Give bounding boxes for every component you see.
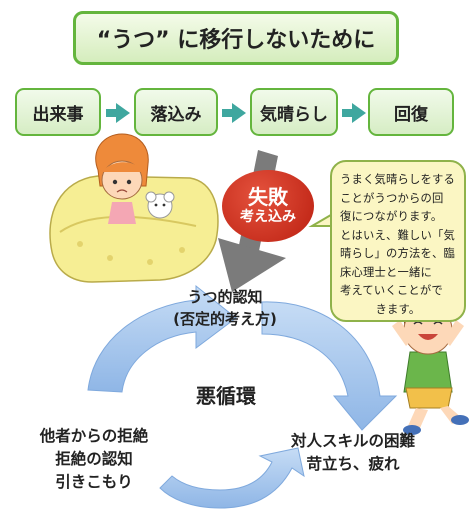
page-title: “うつ” に移行しないために	[73, 11, 399, 65]
depressive-cognition-label: うつ的認知 (否定的考え方)	[165, 286, 285, 330]
sick-girl-illustration	[49, 133, 219, 283]
cycle-arrow-bottom	[159, 447, 305, 509]
advice-line: 晴らし」の方法を、臨	[340, 247, 455, 260]
happy-boy-illustration	[392, 304, 469, 435]
step-recovery: 回復	[368, 88, 454, 136]
step-arrow-3	[352, 103, 366, 123]
step-arrow-1-stem	[106, 109, 116, 117]
rumination-label: 考え込み	[240, 208, 296, 225]
failure-label: 失敗	[248, 184, 288, 209]
interpersonal-difficulty-label: 対人スキルの困難 苛立ち、疲れ	[278, 430, 428, 476]
advice-line: うまく気晴らしをする	[340, 173, 455, 186]
right-line: 苛立ち、疲れ	[306, 455, 400, 473]
rejection-label: 他者からの拒絶 拒絶の認知 引きこもり	[24, 425, 164, 494]
step-depression: 落込み	[134, 88, 218, 136]
cognition-line: うつ的認知	[187, 288, 263, 306]
cognition-line: (否定的考え方)	[173, 310, 277, 328]
step-arrow-2	[232, 103, 246, 123]
cycle-arrow-top-right	[261, 301, 398, 431]
step-distraction: 気晴らし	[250, 88, 338, 136]
advice-bubble: うまく気晴らしをする ことがうつからの回 復につながります。 とはいえ、難しい「…	[330, 160, 466, 322]
step-arrow-1	[116, 103, 130, 123]
step-incident: 出来事	[15, 88, 101, 136]
advice-line: とはいえ、難しい「気	[340, 228, 455, 242]
left-line: 引きこもり	[55, 473, 133, 491]
cycle-arrow-top-left	[87, 284, 237, 393]
advice-line: 床心理士と一緒に	[340, 265, 432, 279]
left-line: 他者からの拒絶	[39, 427, 149, 445]
left-line: 拒絶の認知	[55, 450, 133, 468]
failure-circle: 失敗 考え込み	[222, 170, 314, 242]
advice-line: 復につながります。	[340, 210, 443, 223]
advice-line: ことがうつからの回	[340, 191, 444, 205]
advice-line: 考えていくことがで	[340, 284, 443, 297]
step-arrow-3-stem	[342, 109, 352, 117]
right-line: 対人スキルの困難	[290, 432, 415, 450]
step-arrow-2-stem	[222, 109, 232, 117]
vicious-cycle-label: 悪循環	[196, 384, 256, 408]
advice-line: きます。	[375, 302, 421, 316]
